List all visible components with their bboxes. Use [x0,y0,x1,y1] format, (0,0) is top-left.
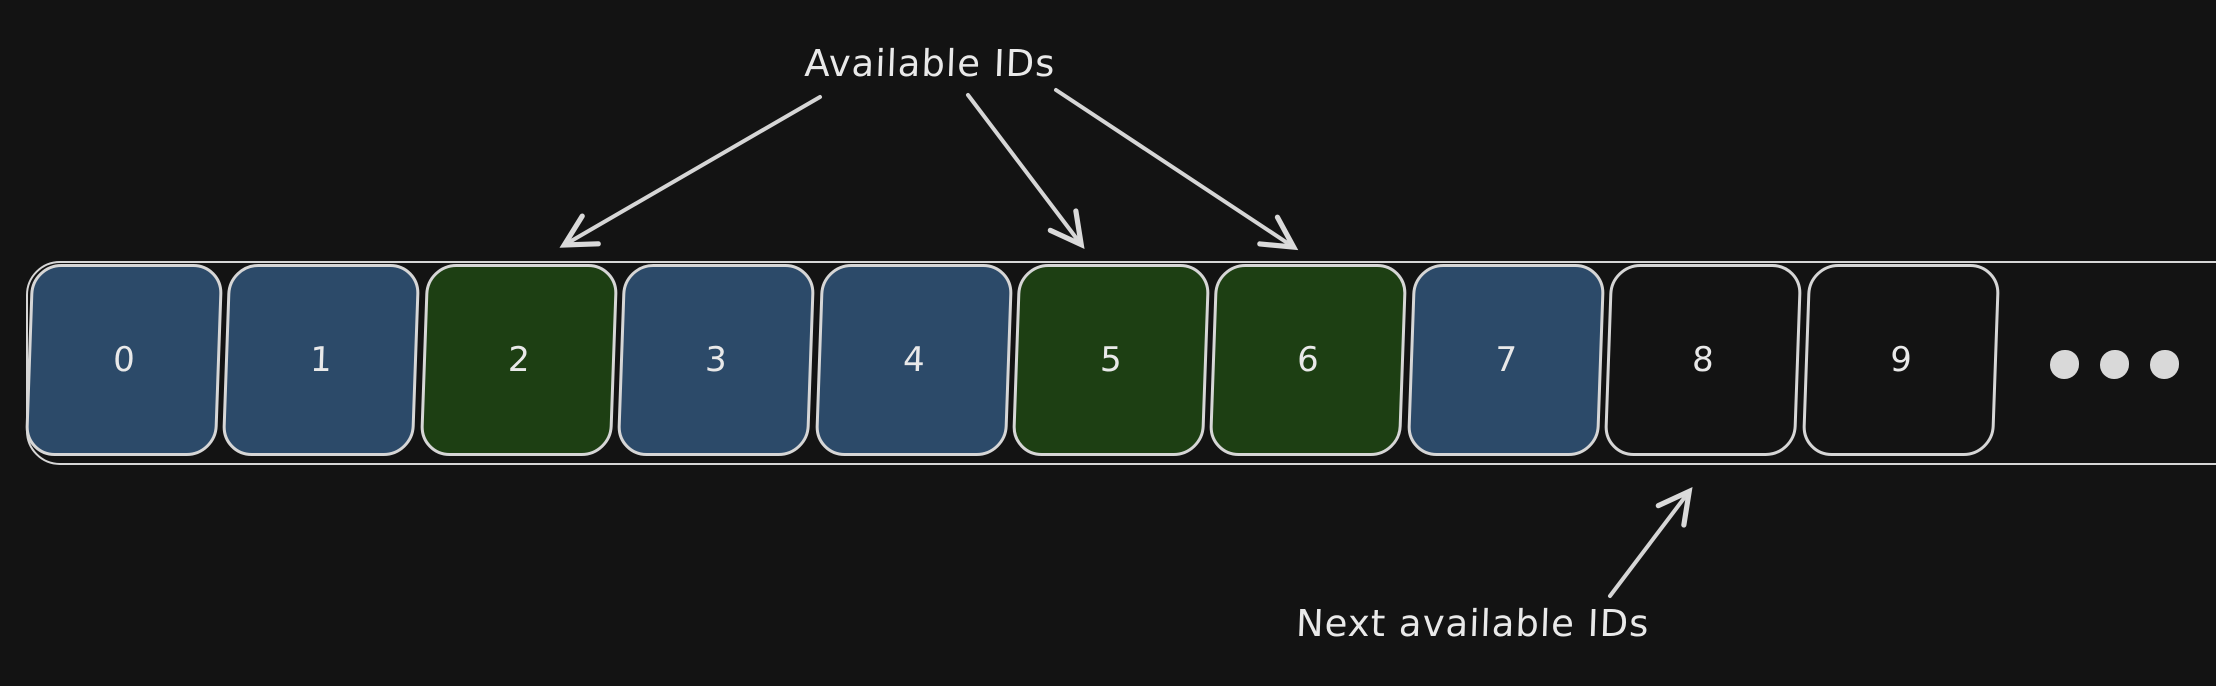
id-cell-7: 7 [1406,264,1606,456]
ellipsis-icon [2050,350,2179,379]
id-cell-8: 8 [1603,264,1803,456]
ellipsis-dot-icon [2050,350,2079,379]
id-cell-4: 4 [814,264,1013,456]
id-cell-6: 6 [1209,264,1408,456]
id-cell-0: 0 [24,264,224,456]
id-cell-2: 2 [419,264,619,456]
id-cell-1: 1 [222,264,421,456]
arrow-available-to-cell-5 [966,93,1085,250]
id-cell-9: 9 [1801,264,2000,456]
arrow-next-available-to-cell-8 [1608,487,1693,598]
arrow-available-to-cell-2 [559,95,822,248]
ellipsis-dot-icon [2150,350,2179,379]
ellipsis-dot-icon [2100,350,2129,379]
id-cell-3: 3 [616,264,816,456]
arrow-available-to-cell-6 [1054,88,1299,251]
id-cell-5: 5 [1011,264,1211,456]
available-ids-label: Available IDs [803,42,1057,85]
next-available-ids-label: Next available IDs [1295,602,1651,645]
